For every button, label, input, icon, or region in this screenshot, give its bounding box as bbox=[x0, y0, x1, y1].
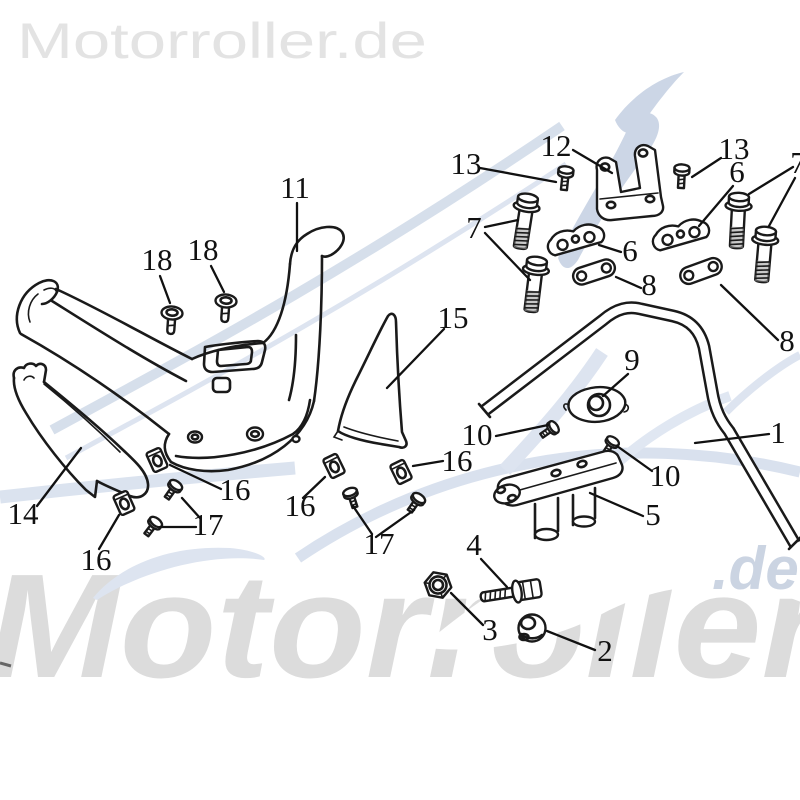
callout-6-center: 6 bbox=[622, 233, 638, 268]
callout-16-b: 16 bbox=[81, 542, 112, 577]
callout-8-center: 8 bbox=[641, 267, 657, 302]
part-7-bolt-3 bbox=[722, 190, 754, 251]
logo-top-text: Motorroller.de bbox=[17, 13, 427, 69]
callout-labels: 11 18 18 12 13 13 6 7 7 6 8 8 15 9 10 10… bbox=[8, 128, 800, 668]
callout-12: 12 bbox=[541, 128, 572, 163]
watermark-white-crescent bbox=[421, 535, 800, 650]
callout-11: 11 bbox=[280, 170, 310, 205]
part-18-screw-left bbox=[158, 304, 185, 336]
stray-mark bbox=[0, 661, 12, 668]
callout-10-right: 10 bbox=[650, 458, 681, 493]
callout-9: 9 bbox=[624, 342, 640, 377]
part-2-cap-nut bbox=[517, 613, 547, 643]
callout-17-left: 17 bbox=[193, 507, 224, 542]
callout-8-right: 8 bbox=[779, 323, 795, 358]
callout-13-right: 13 bbox=[719, 131, 750, 166]
callout-7-right: 7 bbox=[790, 145, 800, 180]
callout-1: 1 bbox=[770, 415, 786, 450]
callout-2: 2 bbox=[597, 633, 613, 668]
callout-4: 4 bbox=[466, 527, 482, 562]
part-7-bolt-4 bbox=[747, 224, 781, 285]
part-18-screw-right bbox=[212, 292, 239, 324]
callout-3: 3 bbox=[482, 612, 498, 647]
callout-17-center: 17 bbox=[364, 526, 395, 561]
part-4-hex-bolt bbox=[479, 578, 543, 604]
part-8-link-left bbox=[569, 256, 619, 288]
part-7-bolt-2 bbox=[516, 254, 552, 315]
part-9-guide-plate bbox=[563, 386, 630, 423]
callout-16-c: 16 bbox=[285, 488, 316, 523]
part-12-bracket bbox=[595, 143, 665, 222]
diagram-line-art bbox=[12, 143, 800, 643]
callout-16-a: 16 bbox=[220, 472, 251, 507]
callout-13-left: 13 bbox=[451, 146, 482, 181]
callout-7-left: 7 bbox=[466, 210, 482, 245]
part-16-clip-4 bbox=[388, 457, 414, 487]
leader-lines bbox=[35, 148, 797, 652]
part-13-screw-left bbox=[555, 164, 576, 192]
callout-15: 15 bbox=[438, 300, 469, 335]
part-11-handlebar-cover bbox=[15, 225, 345, 473]
part-15-side-cover bbox=[332, 312, 408, 449]
callout-10-left: 10 bbox=[462, 417, 493, 452]
callout-18-right: 18 bbox=[188, 232, 219, 267]
part-16-clip-2 bbox=[111, 489, 137, 517]
part-5-holder-bracket bbox=[493, 449, 624, 542]
part-8-link-right bbox=[676, 254, 726, 288]
watermark-layer: Motorroller.de Motorroller .de bbox=[0, 13, 800, 709]
callout-14: 14 bbox=[8, 496, 40, 531]
part-13-screw-right bbox=[672, 162, 691, 190]
callout-16-d: 16 bbox=[442, 443, 473, 478]
part-16-clip-3 bbox=[321, 451, 347, 481]
part-1-handlebar-tube bbox=[477, 301, 800, 551]
watermark-domain-text: .de bbox=[712, 535, 799, 602]
watermark-blue-crescent bbox=[93, 547, 265, 600]
callout-18-left: 18 bbox=[142, 242, 173, 277]
callout-5: 5 bbox=[645, 497, 661, 532]
callout-6-right: 6 bbox=[729, 154, 745, 189]
part-3-flange-nut bbox=[423, 571, 453, 599]
part-6-clamp-right bbox=[648, 214, 713, 253]
